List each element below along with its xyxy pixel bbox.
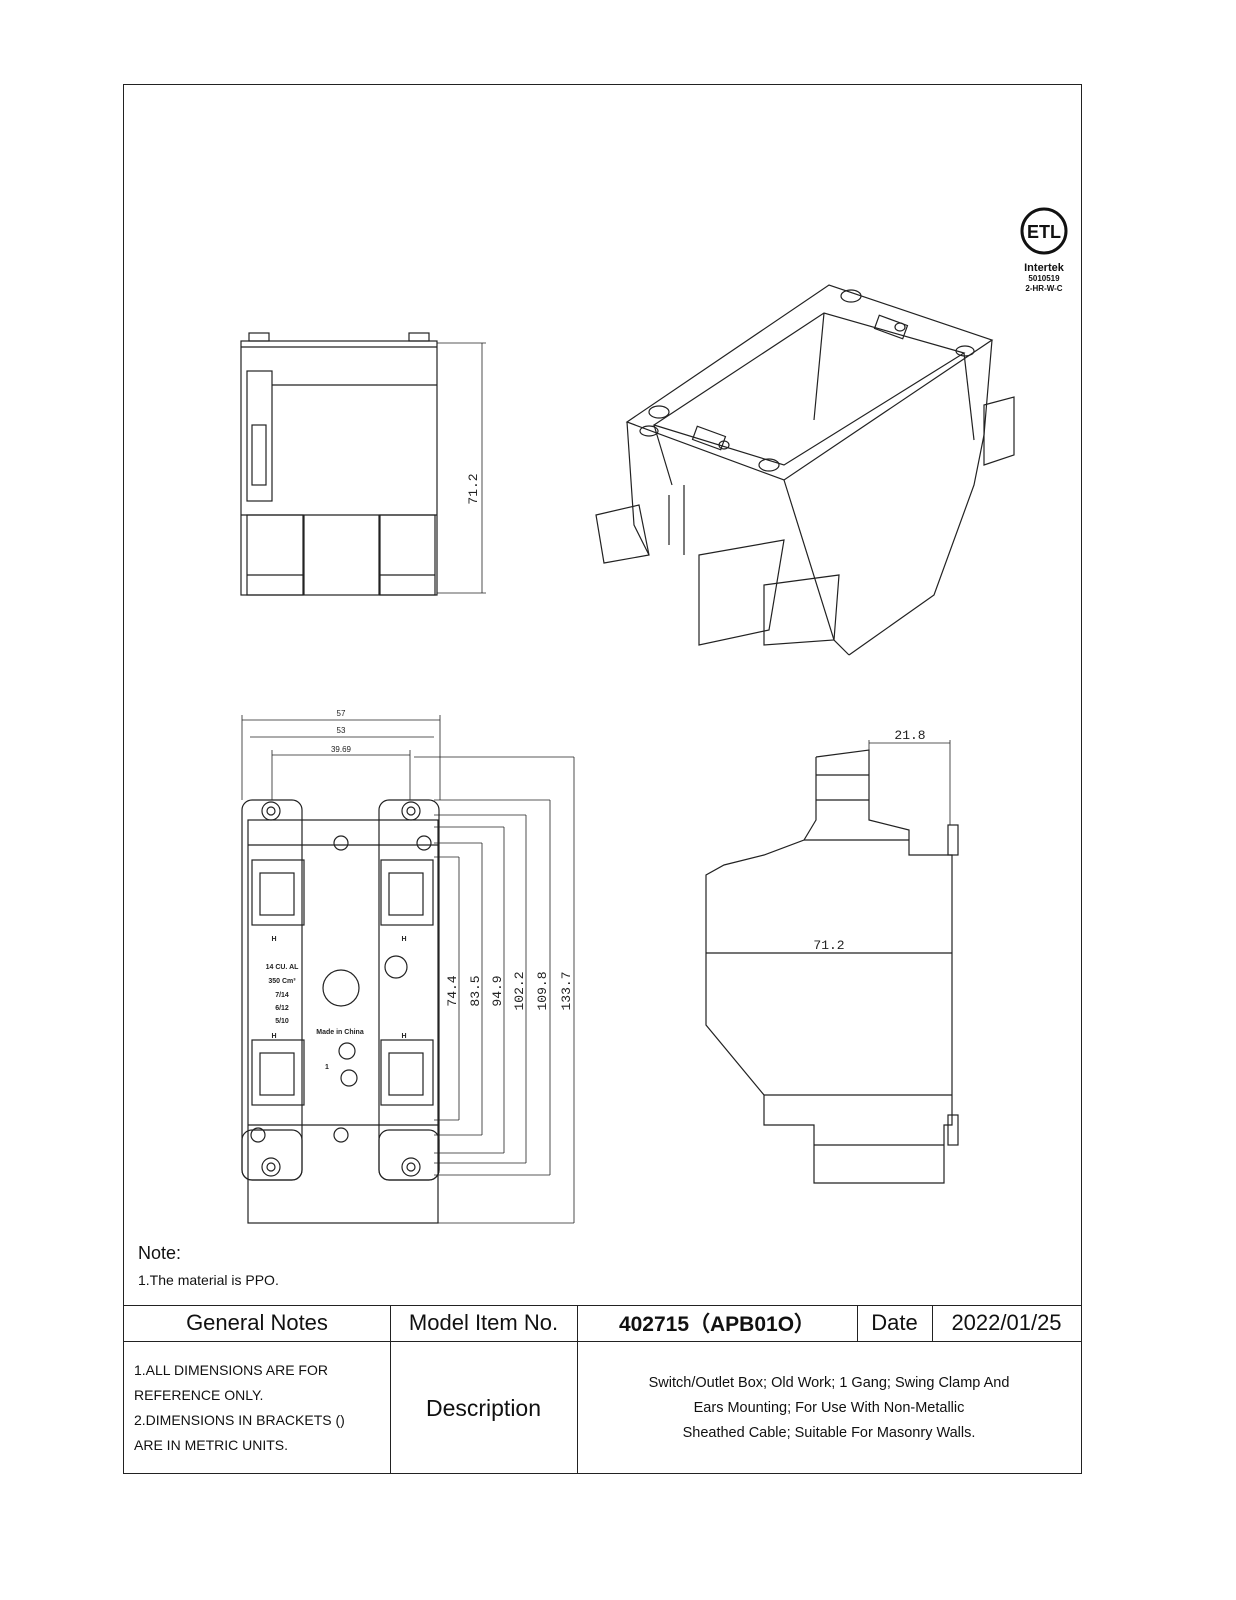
note-block: Note: 1.The material is PPO. (138, 1243, 279, 1288)
title-block: General Notes Model Item No. 402715（APB0… (124, 1305, 1081, 1474)
note-heading: Note: (138, 1243, 182, 1263)
date-value: 2022/01/25 (951, 1310, 1062, 1335)
description-line-1: Switch/Outlet Box; Old Work; 1 Gang; Swi… (648, 1374, 1010, 1391)
cert-number: 5010519 (1028, 274, 1060, 283)
dim-height-2: 83.5 (468, 975, 483, 1006)
dim-front-width-inner: 39.69 (331, 745, 352, 754)
side-view (240, 332, 486, 596)
general-note-line-2: REFERENCE ONLY. (134, 1387, 264, 1403)
box-label-line-1: 14 CU. AL (266, 964, 300, 971)
description-text: Switch/Outlet Box; Old Work; 1 Gang; Swi… (577, 1342, 1081, 1474)
cert-code: 2-HR-W-C (1025, 284, 1063, 293)
dim-height-3: 94.9 (490, 975, 505, 1006)
dim-height-4: 102.2 (512, 971, 527, 1010)
front-view (241, 715, 575, 1224)
dim-profile-depth: 71.2 (813, 938, 844, 953)
terminal-label-bottom-left: H (271, 1033, 276, 1040)
general-note-line-3: 2.DIMENSIONS IN BRACKETS () (134, 1412, 345, 1428)
general-notes-label: General Notes (186, 1310, 328, 1335)
date-label: Date (871, 1310, 918, 1335)
profile-view (705, 740, 959, 1184)
dim-front-width-mid: 53 (337, 726, 346, 735)
dim-height-5: 109.8 (535, 971, 550, 1010)
technical-drawing: 71.2 57 53 39.69 74.4 83.5 94.9 102.2 10… (240, 284, 1015, 1224)
general-notes-text: 1.ALL DIMENSIONS ARE FOR REFERENCE ONLY.… (134, 1342, 390, 1474)
isometric-view (595, 284, 1015, 656)
terminal-label-top-right: H (401, 936, 406, 943)
model-value: 402715（APB01O） (618, 1313, 816, 1336)
drawing-sheet: 71.2 57 53 39.69 74.4 83.5 94.9 102.2 10… (123, 84, 1082, 1474)
box-label-line-2: 350 Cm³ (268, 978, 296, 985)
box-label-made-in: Made in China (316, 1029, 364, 1036)
box-label-number: 1 (325, 1064, 329, 1071)
dim-front-width-outer: 57 (337, 709, 346, 718)
box-label-line-3: 7/14 (275, 992, 289, 999)
description-line-3: Sheathed Cable; Suitable For Masonry Wal… (682, 1424, 976, 1441)
note-line: 1.The material is PPO. (138, 1272, 279, 1288)
etl-logo-text: ETL (1027, 222, 1061, 242)
general-note-line-4: ARE IN METRIC UNITS. (134, 1437, 289, 1453)
description-line-2: Ears Mounting; For Use With Non-Metallic (693, 1399, 965, 1416)
etl-logo: ETL (1020, 207, 1068, 255)
cert-brand: Intertek (1024, 262, 1064, 274)
box-label-line-5: 5/10 (275, 1018, 289, 1025)
description-label: Description (425, 1394, 542, 1421)
dim-side-height: 71.2 (466, 473, 481, 504)
box-label-line-4: 6/12 (275, 1005, 289, 1012)
certification-mark: ETL Intertek 5010519 2-HR-W-C (1004, 205, 1084, 294)
terminal-label-bottom-right: H (401, 1033, 406, 1040)
dim-height-1: 74.4 (445, 975, 460, 1006)
dim-profile-ear: 21.8 (894, 728, 925, 743)
general-note-line-1: 1.ALL DIMENSIONS ARE FOR (134, 1362, 328, 1378)
dim-height-6: 133.7 (559, 971, 574, 1010)
model-label: Model Item No. (408, 1310, 559, 1335)
terminal-label-top-left: H (271, 936, 276, 943)
